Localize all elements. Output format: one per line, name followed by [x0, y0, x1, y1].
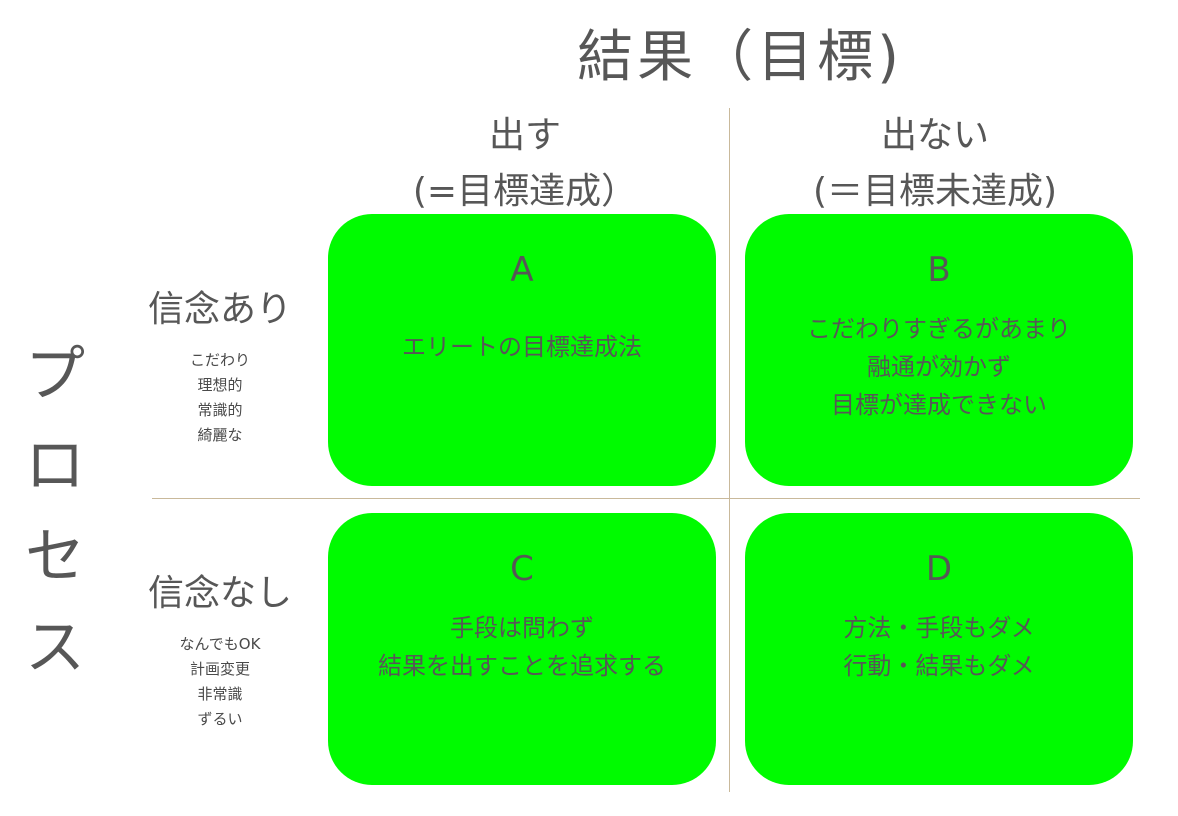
row-note: 綺麗な — [197, 426, 243, 444]
row-note: なんでもOK — [179, 635, 261, 653]
quadrant-b-letter: B — [927, 250, 951, 290]
column-header-achieve: 出す (=目標達成） — [330, 108, 720, 220]
vertical-divider — [729, 108, 730, 792]
quadrant-d: D 方法・手段もダメ 行動・結果もダメ — [745, 513, 1133, 785]
row-label-without-belief-title: 信念なし — [147, 573, 292, 614]
quadrant-c: C 手段は問わず 結果を出すことを追求する — [328, 513, 716, 785]
side-axis-title: プ ロ セ ス — [20, 330, 90, 694]
quadrant-line: 方法・手段もダメ — [843, 614, 1035, 642]
quadrant-c-text: 手段は問わず 結果を出すことを追求する — [328, 609, 716, 685]
quadrant-line: 手段は問わず — [450, 614, 594, 642]
diagram-title: 結果（目標) — [577, 25, 903, 90]
quadrant-line: こだわりすぎるがあまり — [807, 315, 1071, 343]
quadrant-d-letter: D — [925, 549, 953, 589]
row-label-with-belief-title: 信念あり — [147, 289, 292, 330]
quadrant-a: A エリートの目標達成法 — [328, 214, 716, 486]
quadrant-c-letter: C — [510, 549, 534, 589]
quadrant-a-text: エリートの目標達成法 — [328, 328, 716, 366]
quadrant-line: 行動・結果もダメ — [843, 652, 1035, 680]
quadrant-d-text: 方法・手段もダメ 行動・結果もダメ — [745, 609, 1133, 685]
row-note: こだわり — [189, 351, 250, 369]
horizontal-divider — [152, 498, 1140, 499]
quadrant-b-text: こだわりすぎるがあまり 融通が効かず 目標が達成できない — [745, 310, 1133, 424]
quadrant-line: 融通が効かず — [867, 353, 1011, 381]
row-note: ずるい — [197, 710, 243, 728]
row-note: 常識的 — [197, 401, 243, 419]
quadrant-a-letter: A — [510, 250, 534, 290]
quadrant-line: 結果を出すことを追求する — [378, 652, 666, 680]
side-axis-char: ス — [25, 613, 85, 683]
side-axis-char: セ — [25, 522, 85, 592]
quadrant-line: 目標が達成できない — [831, 391, 1047, 419]
row-note: 計画変更 — [189, 660, 250, 678]
column-header-not-achieve-title: 出ない — [880, 115, 989, 156]
column-header-achieve-subtitle: (=目標達成） — [412, 171, 638, 212]
column-header-not-achieve-subtitle: (＝目標未達成) — [812, 171, 1058, 212]
row-label-with-belief: 信念あり こだわり 理想的 常識的 綺麗な — [140, 286, 300, 448]
quadrant-b: B こだわりすぎるがあまり 融通が効かず 目標が達成できない — [745, 214, 1133, 486]
quadrant-line: エリートの目標達成法 — [402, 333, 642, 361]
row-label-without-belief: 信念なし なんでもOK 計画変更 非常識 ずるい — [140, 570, 300, 732]
row-label-without-belief-notes: なんでもOK 計画変更 非常識 ずるい — [140, 632, 300, 732]
column-header-achieve-title: 出す — [488, 115, 561, 156]
column-header-not-achieve: 出ない (＝目標未達成) — [740, 108, 1130, 220]
row-note: 理想的 — [197, 376, 243, 394]
row-note: 非常識 — [197, 685, 243, 703]
side-axis-char: プ — [25, 340, 85, 410]
side-axis-char: ロ — [25, 431, 85, 501]
row-label-with-belief-notes: こだわり 理想的 常識的 綺麗な — [140, 348, 300, 448]
